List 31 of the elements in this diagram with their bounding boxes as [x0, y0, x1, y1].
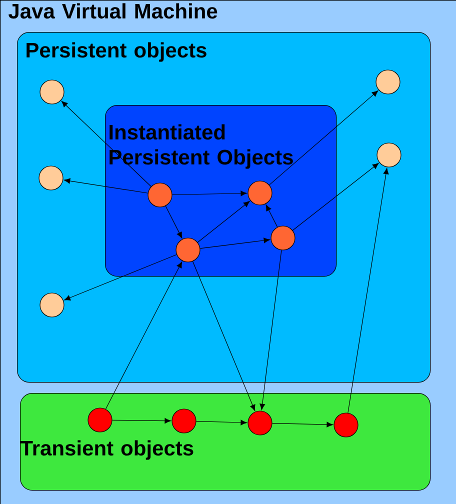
object-circle: [270, 226, 296, 250]
object-circle: [40, 292, 64, 318]
object-circle: [376, 70, 400, 94]
arrow: [112, 418, 171, 424]
arrow: [172, 190, 247, 196]
arrow: [165, 206, 182, 238]
arrow: [200, 238, 270, 249]
object-circle: [38, 166, 64, 190]
object-circle: [172, 408, 196, 434]
object-circle: [40, 80, 64, 104]
arrow: [348, 168, 389, 414]
object-circle: [176, 238, 200, 262]
object-circle: [334, 412, 358, 438]
object-circle: [88, 408, 112, 432]
arrow: [105, 262, 182, 410]
arrow: [269, 90, 378, 186]
object-circle: [248, 410, 272, 436]
arrow: [61, 100, 152, 187]
arrow: [192, 261, 256, 411]
arrow: [272, 422, 333, 428]
arrow: [64, 254, 177, 300]
object-circle: [248, 180, 272, 206]
object-circle: [148, 182, 172, 208]
arrow: [266, 204, 278, 228]
region-box: Transient objects: [20, 393, 431, 491]
arrow: [292, 162, 379, 231]
arrow: [196, 420, 247, 426]
arrow: [197, 201, 250, 243]
arrow: [64, 178, 148, 194]
arrow: [260, 250, 282, 410]
object-circle: [376, 142, 402, 168]
